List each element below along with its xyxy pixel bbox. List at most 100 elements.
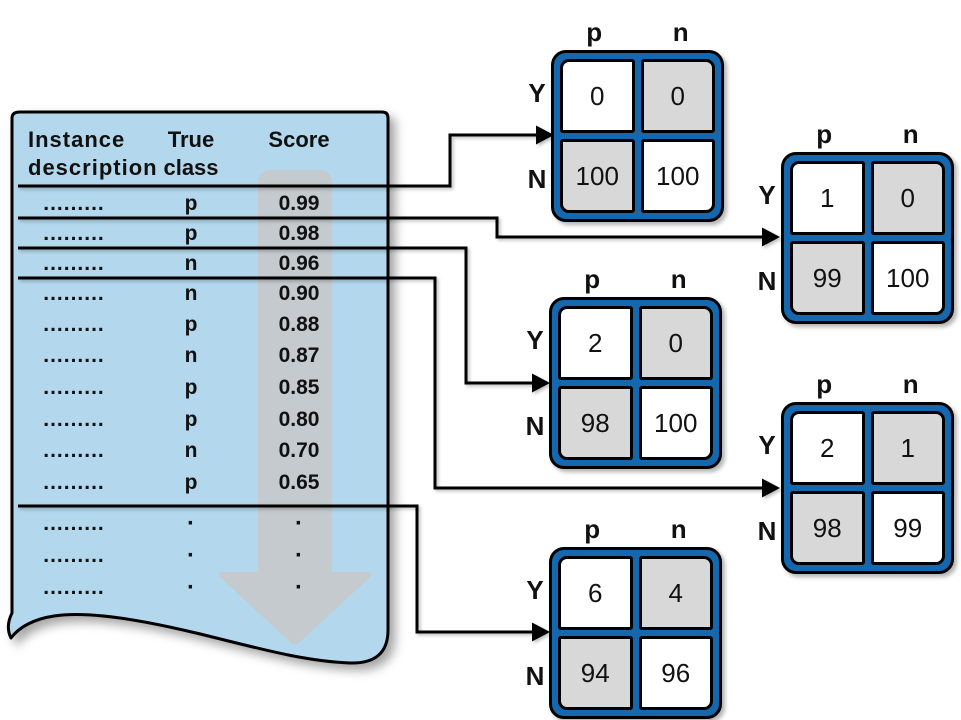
- row-score: 0.87: [278, 344, 320, 367]
- arrowhead-icon: [532, 373, 550, 393]
- row-class: p: [184, 471, 198, 494]
- cell-Yp: 2: [790, 411, 865, 485]
- row-score: 0.96: [278, 252, 320, 275]
- arrowhead-icon: [532, 622, 550, 642]
- row-label-Y: Y: [758, 179, 776, 210]
- matrix-grid: 6 4 94 96: [549, 547, 722, 719]
- row-class: p: [184, 313, 198, 336]
- row-desc: .........: [43, 439, 105, 462]
- cell-Yp: 2: [558, 306, 633, 380]
- col-label-n: n: [902, 119, 919, 149]
- row-desc: .........: [43, 408, 105, 431]
- confusion-matrix-4: p n Y N 2 1 98 99: [753, 369, 954, 574]
- matrix-col-labels: p n: [549, 514, 722, 547]
- arrowhead-icon: [762, 227, 780, 247]
- threshold-line-5: [18, 504, 533, 634]
- col-label-n: n: [672, 17, 689, 47]
- cell-Yn: 0: [870, 161, 945, 235]
- row-score: 0.88: [278, 313, 320, 336]
- row-desc: .........: [43, 313, 105, 336]
- cell-Yn: 0: [638, 306, 713, 380]
- matrix-grid: 2 0 98 100: [549, 297, 722, 469]
- cell-Np: 100: [560, 139, 635, 213]
- row-score: 0.98: [278, 222, 320, 245]
- cell-Nn: 100: [640, 139, 715, 213]
- confusion-matrix-3: p n Y N 2 0 98 100: [521, 264, 722, 469]
- cell-Yn: 4: [638, 556, 713, 630]
- descending-score-arrow: [219, 170, 371, 644]
- row-label-N: N: [757, 265, 777, 296]
- matrix-col-labels: p n: [549, 264, 722, 297]
- table-row: ......... p 0.88: [12, 312, 388, 338]
- cell-Yp: 1: [790, 161, 865, 235]
- row-desc: .........: [43, 376, 105, 399]
- table-row: ......... p 0.98: [12, 221, 388, 247]
- table-row: ......... n 0.70: [12, 438, 388, 464]
- threshold-line-1: [18, 133, 537, 188]
- table-row: ......... n 0.90: [12, 281, 388, 307]
- row-label-Y: Y: [526, 574, 544, 605]
- cell-Yp: 6: [558, 556, 633, 630]
- row-class: ·: [187, 574, 195, 601]
- table-header-line2: description class: [12, 155, 388, 181]
- col-label-n: n: [902, 369, 919, 399]
- row-label-Y: Y: [758, 429, 776, 460]
- table-ellipsis-row: ......... · ·: [12, 543, 388, 569]
- confusion-matrix-5: p n Y N 6 4 94 96: [521, 514, 722, 719]
- row-desc: .........: [43, 512, 105, 535]
- matrix-col-labels: p n: [551, 17, 724, 50]
- cell-Np: 99: [790, 241, 865, 315]
- cell-Yn: 1: [870, 411, 945, 485]
- table-row: ......... p 0.99: [12, 191, 388, 217]
- table-row: ......... n 0.96: [12, 251, 388, 277]
- threshold-line-2: [18, 216, 763, 239]
- col-label-n: n: [670, 264, 687, 294]
- table-header-line1: Instance True Score: [12, 127, 388, 153]
- arrowhead-icon: [762, 478, 780, 498]
- row-class: p: [184, 192, 198, 215]
- row-class: n: [184, 282, 198, 305]
- row-score: ·: [295, 510, 303, 537]
- cell-Nn: 99: [870, 491, 945, 565]
- table-ellipsis-row: ......... · ·: [12, 575, 388, 601]
- row-class: p: [184, 222, 198, 245]
- arrowhead-icon: [536, 125, 554, 145]
- table-row: ......... p 0.80: [12, 407, 388, 433]
- confusion-matrix-1: p n Y N 0 0 100 100: [523, 17, 724, 222]
- cell-Np: 98: [790, 491, 865, 565]
- row-score: 0.99: [278, 192, 320, 215]
- row-desc: .........: [43, 344, 105, 367]
- matrix-row-labels: Y N: [521, 297, 549, 469]
- row-score: 0.70: [278, 439, 320, 462]
- matrix-grid: 1 0 99 100: [781, 152, 954, 324]
- table-ellipsis-row: ......... · ·: [12, 511, 388, 537]
- header-true-class-2: class: [163, 155, 219, 180]
- matrix-grid: 0 0 100 100: [551, 50, 724, 222]
- matrix-col-labels: p n: [781, 369, 954, 402]
- matrix-row-labels: Y N: [521, 547, 549, 719]
- row-class: ·: [187, 542, 195, 569]
- table-row: ......... p 0.85: [12, 375, 388, 401]
- header-instance-description: Instance: [28, 127, 126, 152]
- cell-Nn: 96: [638, 636, 713, 710]
- row-class: n: [184, 344, 198, 367]
- col-label-n: n: [670, 514, 687, 544]
- cell-Yn: 0: [640, 59, 715, 133]
- col-label-p: p: [816, 369, 833, 399]
- table-row: ......... n 0.87: [12, 343, 388, 369]
- row-class: p: [184, 408, 198, 431]
- header-instance-description-2: description: [28, 155, 158, 180]
- confusion-matrix-2: p n Y N 1 0 99 100: [753, 119, 954, 324]
- col-label-p: p: [584, 264, 601, 294]
- row-score: ·: [295, 542, 303, 569]
- row-score: 0.85: [278, 376, 320, 399]
- row-desc: .........: [43, 282, 105, 305]
- row-score: ·: [295, 574, 303, 601]
- cell-Np: 94: [558, 636, 633, 710]
- header-score: Score: [268, 127, 330, 152]
- matrix-row-labels: Y N: [753, 402, 781, 574]
- row-desc: .........: [43, 222, 105, 245]
- col-label-p: p: [586, 17, 603, 47]
- row-class: p: [184, 376, 198, 399]
